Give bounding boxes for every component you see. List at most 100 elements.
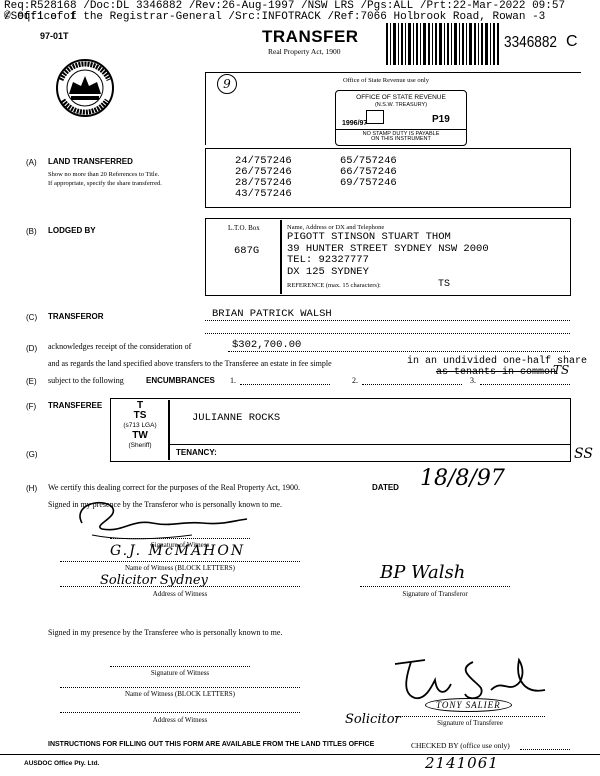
document-suffix: C [566, 33, 578, 50]
lodged-by-heading: LODGED BY [48, 226, 96, 235]
transferee-signature-label: Signature of Transferee [437, 719, 503, 727]
transferor-signature-line [360, 586, 510, 587]
titles-column-1: 24/757246 26/757246 28/757246 43/757246 [235, 156, 292, 200]
transferor-heading: TRANSFEROR [48, 312, 104, 321]
lodged-line: DX 125 SYDNEY [287, 265, 369, 278]
tenancy-divider [170, 444, 571, 446]
lodged-address: PIGOTT STINSON STUART THOM 39 HUNTER STR… [287, 231, 489, 278]
struck-tenants-text: as tenants in common [436, 367, 557, 378]
consideration-text: acknowledges receipt of the consideratio… [48, 342, 192, 351]
consideration-amount: $302,700.00 [232, 339, 302, 351]
transferor-line [205, 320, 570, 321]
lodged-divider [280, 220, 282, 294]
section-letter-g: (G) [26, 450, 38, 459]
title-ref: 24/757246 [235, 155, 292, 167]
witness-1-address-value: Solicitor Sydney [100, 573, 208, 588]
lodged-line: 39 HUNTER STREET SYDNEY NSW 2000 [287, 242, 489, 255]
document-number: 3346882 [504, 34, 557, 51]
witness-1-address-line [60, 586, 300, 587]
section-letter-f: (F) [26, 402, 37, 411]
lodged-name-label: Name, Address or DX and Telephone [287, 224, 385, 231]
reference-label: REFERENCE (max. 15 characters): [287, 282, 381, 289]
form-act: Real Property Act, 1900 [268, 47, 341, 56]
transferor-name: BRIAN PATRICK WALSH [212, 308, 332, 320]
stamp-note-2: ON THIS INSTRUMENT [371, 136, 431, 142]
land-note-1: Show no more than 20 References to Title… [48, 171, 160, 178]
amendment-initials: TS [553, 363, 570, 377]
witness-2-name-value: TONY SALIER [425, 698, 512, 712]
checked-by-line [520, 749, 570, 750]
titles-column-2: 65/757246 66/757246 69/757246 [340, 156, 397, 189]
witness-2-address-value: Solicitor [345, 712, 401, 727]
revenue-stamp: OFFICE OF STATE REVENUE (N.S.W. TREASURY… [335, 90, 467, 146]
transferee-name: JULIANNE ROCKS [192, 412, 281, 424]
transferee-box [110, 398, 571, 462]
stamp-crest-icon [366, 110, 384, 124]
header-request-line: Req:R528168 /Doc:DL 3346882 /Rev:26-Aug-… [4, 0, 566, 23]
witness-2-name-line [60, 687, 300, 688]
title-ref: 43/757246 [235, 188, 292, 200]
transferor-presence-text: Signed in my presence by the Transferor … [48, 500, 282, 509]
registrar-general-seal [56, 59, 114, 117]
code-lga: (s713 LGA) [123, 422, 157, 429]
witness-1-name-value: G.J. McMAHON [110, 543, 246, 559]
code-t: T [136, 400, 144, 411]
witness-1-name-line [60, 561, 300, 562]
dated-value: 18/8/97 [420, 466, 505, 491]
witness-1-name-label: Name of Witness (BLOCK LETTERS) [124, 564, 236, 572]
witness-1-signature-line [110, 538, 250, 539]
section-letter-b: (B) [26, 227, 37, 236]
transferee-presence-text: Signed in my presence by the Transferee … [48, 628, 283, 637]
witness-1-signature-label: Signature of Witness [150, 541, 210, 549]
transferee-divider [168, 400, 170, 460]
encumbrance-line-2 [362, 384, 462, 385]
dated-label: DATED [372, 483, 399, 492]
section-letter-d: (D) [26, 344, 38, 353]
transferee-codes: T TS (s713 LGA) TW (Sheriff) [112, 401, 168, 451]
witness-2-address-label: Address of Witness [152, 716, 208, 724]
form-title: TRANSFER [262, 27, 359, 46]
section-letter-h: (H) [26, 484, 38, 493]
checked-by-label: CHECKED BY (office use only) [411, 741, 510, 750]
estate-text: and as regards the land specified above … [48, 359, 332, 368]
encumbrance-line-3 [480, 384, 570, 385]
handwritten-number: 2141061 [425, 754, 499, 772]
publisher-text: AUSDOC Office Pty. Ltd. [24, 760, 100, 767]
revenue-area [205, 72, 581, 145]
encumbrance-number-3: 3. [470, 376, 476, 385]
stamp-line-2: (N.S.W. TREASURY) [374, 102, 428, 108]
subject-text: subject to the following [48, 376, 124, 385]
instructions-text: INSTRUCTIONS FOR FILLING OUT THIS FORM A… [48, 741, 375, 748]
lodged-line: TEL: 92327777 [287, 254, 369, 266]
section-letter-a: (A) [26, 158, 37, 167]
transferor-line-2 [205, 333, 570, 334]
lto-box-value: 687G [234, 245, 260, 257]
stamp-code: P19 [432, 114, 450, 125]
title-ref: 69/757246 [340, 177, 397, 189]
witness-1-address-label: Address of Witness [152, 590, 208, 598]
circled-number: 9 [217, 74, 237, 94]
land-note-2: If appropriate, specify the share transf… [48, 180, 162, 187]
footer-divider [0, 754, 600, 756]
stamp-note-1: NO STAMP DUTY IS PAYABLE [336, 129, 466, 137]
margin-initials: SS [574, 446, 593, 462]
section-letter-c: (C) [26, 313, 38, 322]
title-ref: 65/757246 [340, 155, 397, 167]
undivided-share-text: in an undivided one-half share [407, 356, 588, 367]
encumbrances-label: ENCUMBRANCES [146, 376, 215, 385]
witness-2-name-label: Name of Witness (BLOCK LETTERS) [124, 690, 236, 698]
code-tw: TW [132, 430, 148, 441]
encumbrance-line-1 [240, 384, 330, 385]
consideration-line [228, 351, 570, 352]
witness-2-signature-label: Signature of Witness [150, 669, 210, 677]
land-transferred-heading: LAND TRANSFERRED [48, 157, 133, 166]
reference-value: TS [438, 279, 451, 290]
code-sheriff: (Sheriff) [128, 442, 152, 449]
barcode-graphic [386, 23, 499, 65]
transferee-heading: TRANSFEREE [48, 401, 103, 410]
code-ts: TS [133, 410, 147, 421]
lto-box-label: L.T.O. Box [228, 224, 260, 232]
title-ref: 26/757246 [235, 166, 292, 178]
tenancy-label: TENANCY: [176, 448, 217, 457]
stamp-line-1: OFFICE OF STATE REVENUE [356, 94, 446, 101]
